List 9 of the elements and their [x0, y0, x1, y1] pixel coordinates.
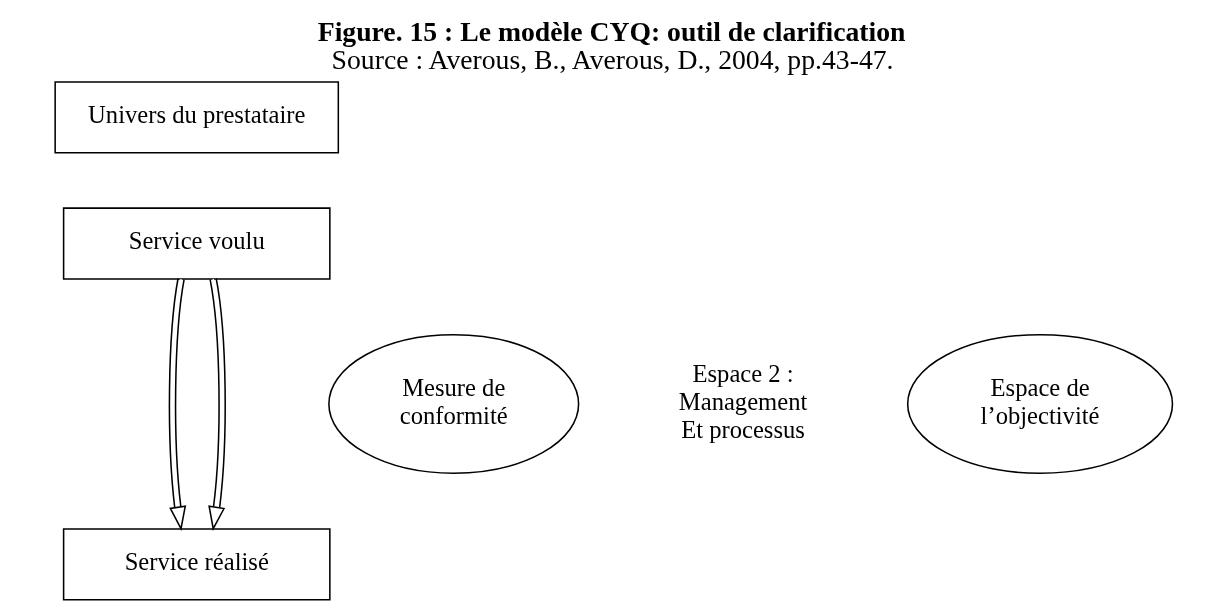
node-box: Univers du prestataire: [53, 81, 339, 154]
arrow: [168, 277, 186, 531]
node-box: Service voulu: [62, 207, 331, 280]
arrow: [207, 277, 226, 531]
node-ellipse: Mesure de conformité: [327, 333, 579, 474]
node-ellipse: Espace de l’objectivité: [906, 333, 1173, 474]
label: Espace 2 : Management Et processus: [678, 360, 807, 443]
node-box: Service réalisé: [62, 528, 331, 601]
diagram-title: Figure. 15 : Le modèle CYQ: outil de clarification: [317, 15, 906, 47]
